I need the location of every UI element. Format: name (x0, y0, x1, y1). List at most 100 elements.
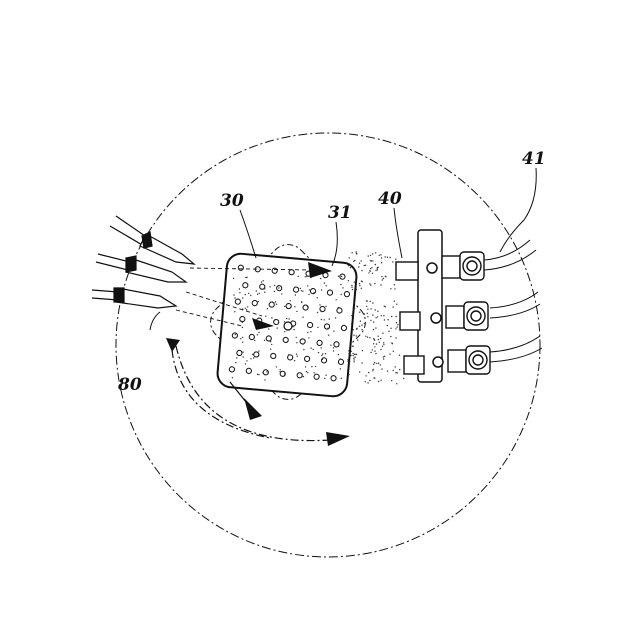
spray-dot (281, 293, 283, 295)
torch-2 (95, 253, 188, 283)
holder-hole (323, 323, 331, 330)
spray-dot (294, 294, 297, 296)
spray-dot (304, 366, 307, 368)
arrow-right-top (308, 262, 332, 278)
spray-dot (293, 360, 296, 362)
spray-dot (350, 350, 352, 352)
spray-dot (386, 324, 388, 327)
spray-dot (353, 305, 356, 308)
spray-dot (380, 379, 382, 381)
spray-dot (353, 334, 355, 336)
spray-dot (337, 353, 340, 356)
spray-dot (360, 280, 363, 282)
supply-pipes (483, 239, 543, 363)
spray-dot (369, 270, 371, 272)
spray-dot (366, 336, 369, 338)
spray-dot (264, 291, 266, 293)
torch-guide-lines (175, 267, 313, 327)
spray-dot (376, 269, 379, 271)
nozzle-manifold (417, 229, 444, 383)
spray-dot (353, 260, 355, 262)
spray-dot (391, 315, 393, 318)
spray-dot (361, 328, 363, 331)
label-40: 40 (378, 189, 402, 209)
spray-dot (398, 354, 401, 356)
spray-dot (354, 259, 356, 262)
spray-dot (320, 347, 322, 349)
spray-dot (393, 300, 395, 302)
holder-hole (285, 302, 292, 310)
spray-dot (368, 371, 370, 374)
spray-dot (301, 301, 303, 304)
spray-dot (352, 352, 354, 355)
spray-dot (366, 300, 368, 302)
spray-dot (397, 324, 399, 326)
spray-dot (258, 331, 260, 334)
holder-hole (279, 370, 286, 377)
spray-dot (347, 359, 349, 361)
spray-dot (275, 366, 278, 368)
rotation-arrow-head-up (166, 338, 180, 352)
holder-hole (242, 282, 249, 289)
spray-dot (391, 380, 393, 382)
spray-dot (297, 275, 299, 278)
spray-dot (380, 262, 383, 264)
spray-dot (296, 355, 298, 357)
spray-dot (274, 357, 276, 359)
spray-dot (287, 354, 290, 356)
spray-dot (321, 358, 324, 361)
spray-dot (304, 276, 306, 278)
spray-dot (352, 314, 354, 316)
spray-dot (367, 382, 369, 384)
nozzle-row-2 (399, 301, 489, 331)
spray-dot (299, 287, 302, 290)
spray-dot (232, 277, 235, 280)
spray-dot (353, 307, 356, 310)
holder-hole (234, 298, 241, 305)
spray-dot (369, 260, 371, 262)
spray-dot (271, 301, 274, 303)
spray-dot (396, 326, 398, 328)
torch-1 (109, 215, 196, 265)
spray-dot (242, 356, 244, 358)
holder-hole (304, 355, 311, 362)
spray-dot (307, 372, 309, 374)
holder-hole (309, 288, 317, 295)
spray-dot (351, 314, 353, 317)
spray-dot (256, 293, 259, 295)
holder-hole (236, 349, 243, 357)
spray-dot (317, 351, 320, 354)
spray-dot (350, 323, 353, 325)
spray-dot (369, 283, 371, 285)
spray-dot (293, 328, 295, 331)
spray-dot (233, 294, 235, 296)
spray-dot (359, 311, 361, 313)
spray-dot (359, 371, 361, 373)
spray-dot (337, 275, 340, 277)
spray-dot (256, 334, 259, 336)
spray-dot (307, 285, 309, 287)
spray-dot (244, 293, 246, 296)
spray-dot (327, 334, 330, 336)
spray-dot (349, 361, 351, 363)
holder-hole (270, 352, 277, 360)
holder-hole (253, 351, 260, 358)
nozzle-row-3 (403, 345, 491, 375)
spray-dot (347, 265, 350, 267)
spray-dot (377, 310, 379, 312)
spray-dot (288, 318, 290, 320)
spray-dot (370, 308, 372, 310)
spray-dot (244, 307, 247, 309)
spray-dot (399, 368, 401, 371)
spray-dot (322, 353, 324, 355)
spray-dot (383, 355, 386, 357)
spray-dot (239, 292, 241, 294)
spray-dot (353, 361, 355, 363)
holder-hole (287, 354, 294, 361)
spray-dot (361, 362, 363, 364)
spray-dot (258, 374, 260, 376)
spray-dot (256, 373, 259, 375)
spray-dot (302, 316, 304, 318)
spray-dot (276, 327, 278, 329)
spray-dot (369, 379, 371, 382)
